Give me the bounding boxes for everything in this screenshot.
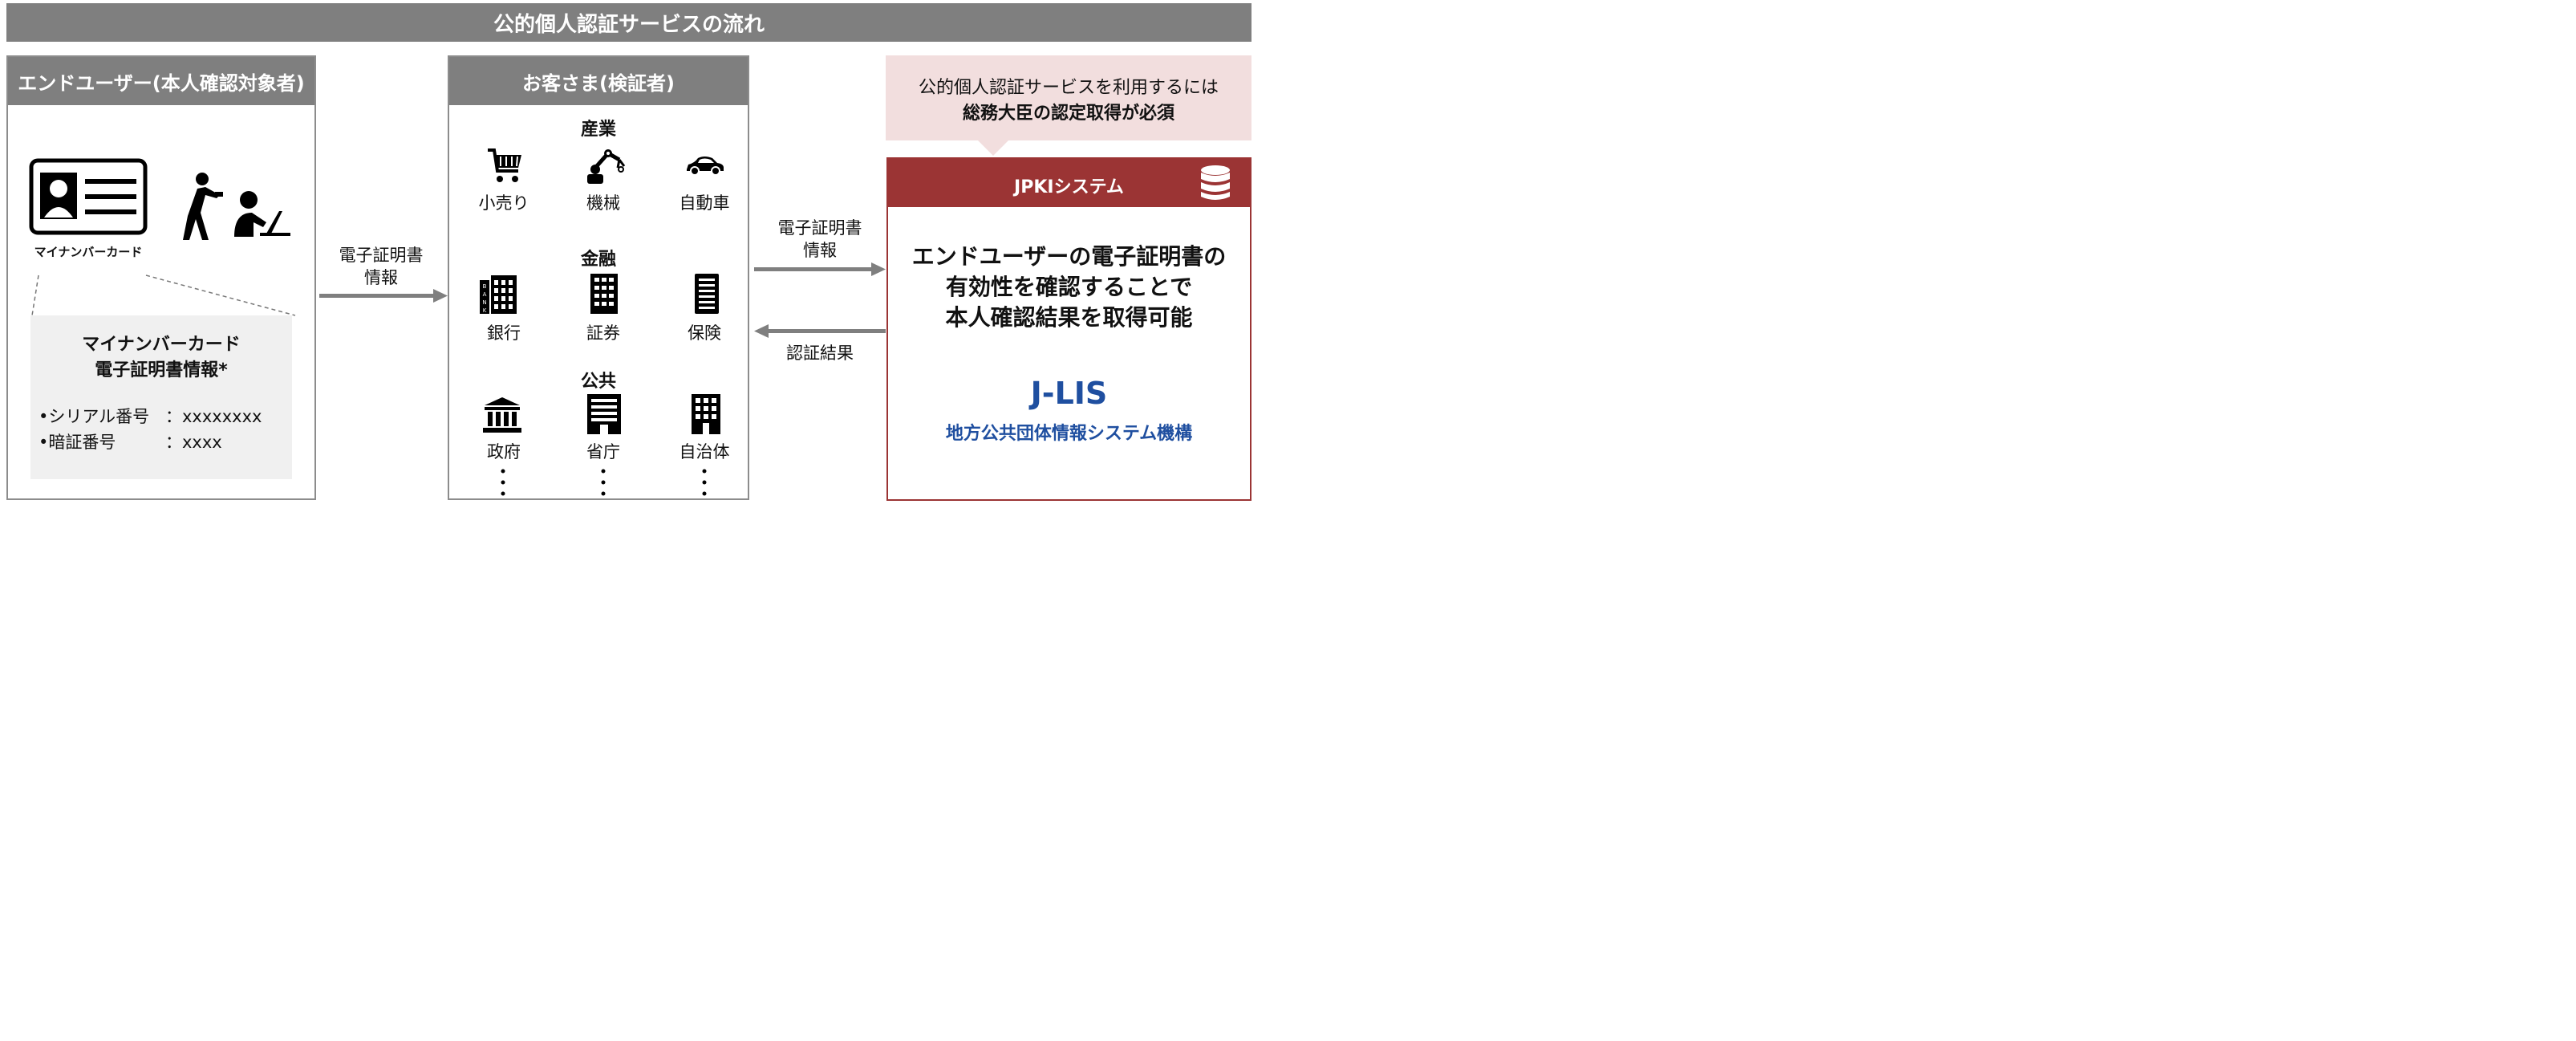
arrow-result-label: 認証結果 [786,344,854,363]
municipal-building-icon [692,394,720,434]
car-icon [687,157,724,176]
item-insurance: 保険 [688,323,721,343]
person-with-phone-icon [183,173,223,240]
category-finance: 金融 [580,250,616,270]
serial-label: •シリアル番号 [39,407,150,426]
jpki-panel: JPKIシステム エンドユーザーの電子証明書の 有効性を確認することで 本人確認… [886,157,1251,501]
item-retail: 小売り [478,193,529,213]
ministry-building-icon [587,394,621,434]
id-card-icon [29,158,148,235]
person-at-laptop-icon [234,191,290,237]
svg-text:B: B [483,283,487,290]
more-dots-1 [501,469,505,496]
item-bank: 銀行 [487,323,521,343]
arrow-left-label-line1: 電子証明書 [339,246,424,265]
arrow-to-jpki [754,262,886,276]
more-dots-3 [702,469,707,496]
arrow-to-customer [319,289,448,303]
arrow-right-top-label-line2: 情報 [803,241,837,260]
jpki-header: JPKIシステム [888,159,1250,207]
page-title: 公的個人認証サービスの流れ [6,3,1251,42]
more-dots-2 [601,469,606,496]
serial-value: ：xxxxxxxx [165,407,262,426]
item-automobile: 自動車 [679,193,730,213]
arrow-left-label-line2: 情報 [364,268,398,287]
card-label: マイナンバーカード [34,245,143,259]
insurance-building-icon [695,274,719,314]
jpki-desc-line-2: 有効性を確認することで [945,274,1193,300]
jlis-full-name: 地方公共団体情報システム機構 [945,424,1193,444]
jpki-desc-line-1: エンドユーザーの電子証明書の [911,243,1227,270]
note-line-2: 総務大臣の認定取得が必須 [962,104,1174,124]
jpki-desc-line-3: 本人確認結果を取得可能 [945,304,1193,331]
bank-building-icon: B A N K [480,275,517,314]
arrow-to-customer-result [754,324,886,338]
jpki-header-label: JPKIシステム [1014,177,1124,197]
shopping-cart-icon [488,148,521,182]
arrow-right-top-label-line1: 電子証明書 [777,218,862,238]
arrow-left-label: 電子証明書 情報 [321,244,441,289]
office-building-icon [590,274,618,314]
robot-arm-icon [587,149,626,184]
government-building-icon [483,397,521,433]
customer-panel: お客さま(検証者) 産業 小売り 機械 自動車 金融 B A N K [448,55,749,500]
info-title-1: マイナンバーカード [82,335,241,355]
item-machinery: 機械 [586,193,620,213]
svg-text:N: N [482,299,486,306]
info-title-2: 電子証明書情報* [95,360,228,380]
item-securities: 証券 [586,323,620,343]
database-icon [1201,165,1230,200]
callout-lines [31,274,296,316]
note-line-1: 公的個人認証サービスを利用するには [918,78,1219,98]
end-user-header: エンドユーザー(本人確認対象者) [8,57,314,105]
pin-label: •暗証番号 [39,433,116,452]
svg-text:K: K [483,307,487,314]
category-public: 公共 [580,372,616,392]
svg-text:A: A [483,291,487,298]
card-info-box: マイナンバーカード 電子証明書情報* •シリアル番号 ：xxxxxxxx •暗証… [30,315,292,479]
note-pointer [977,140,1009,156]
arrow-right-top-label: 電子証明書 情報 [757,217,882,262]
category-industry: 産業 [580,120,616,140]
requirement-note: 公的個人認証サービスを利用するには 総務大臣の認定取得が必須 [886,55,1251,140]
item-municipality: 自治体 [679,442,730,462]
jlis-logo-text: J-LIS [1030,376,1108,411]
pin-value: ：xxxx [165,433,222,452]
end-user-panel: エンドユーザー(本人確認対象者) マイナンバーカード マイナンバーカード 電子証… [6,55,316,500]
item-ministry: 省庁 [586,442,620,462]
item-government: 政府 [487,442,521,462]
customer-header: お客さま(検証者) [449,57,748,105]
